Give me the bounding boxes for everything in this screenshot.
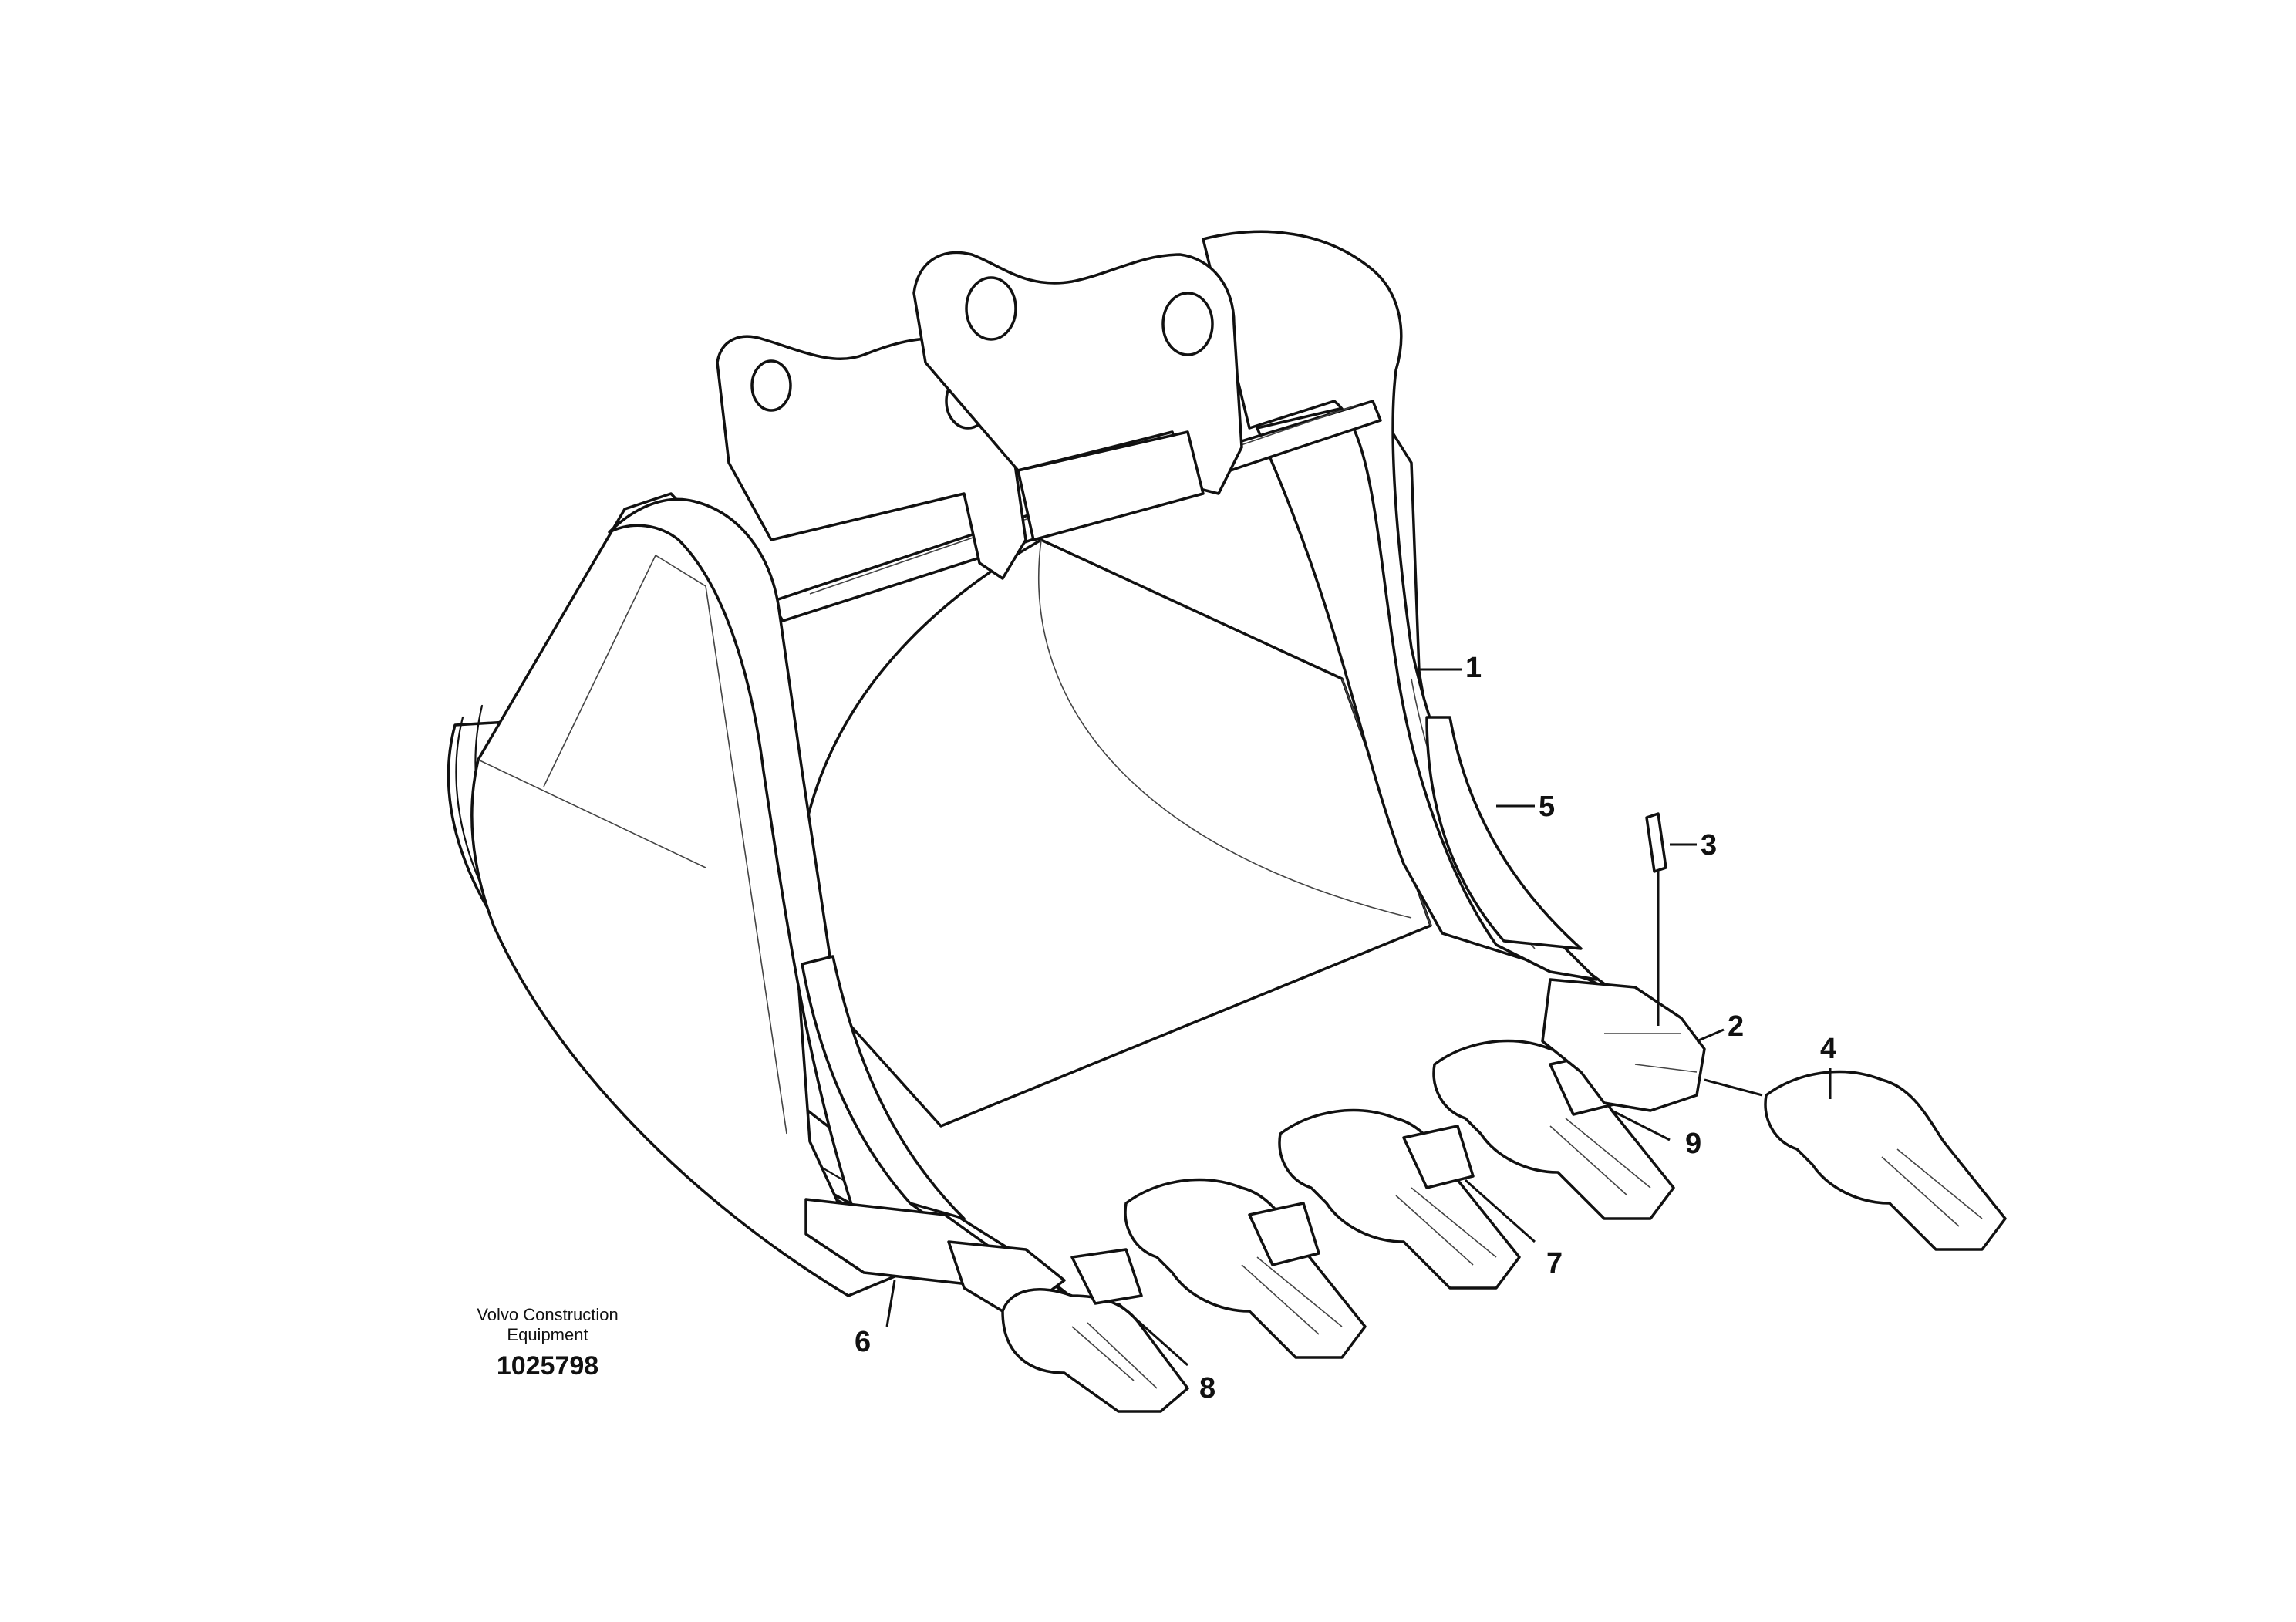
- callout-9: 9: [1685, 1128, 1701, 1160]
- manufacturer-line-1: Volvo Construction: [477, 1305, 618, 1324]
- right-lug-pin-hole-b: [1161, 292, 1214, 356]
- retainer-8: [1070, 1248, 1143, 1305]
- callout-labels: 1 5 3 2 4 9 7 8 6: [855, 652, 1836, 1404]
- drawing-number: 1025798: [497, 1351, 598, 1381]
- lug-connecting-plate: [1017, 430, 1205, 541]
- locking-pin: [1645, 812, 1667, 873]
- callout-4: 4: [1820, 1033, 1836, 1065]
- bucket-left-rib: [608, 497, 996, 1274]
- callout-7: 7: [1546, 1247, 1563, 1280]
- mounting-brackets: [716, 251, 1243, 580]
- teeth-row: [947, 812, 2007, 1413]
- left-wear-plate: [801, 955, 966, 1220]
- callout-1: 1: [1465, 652, 1482, 684]
- right-wear-plate: [1425, 716, 1583, 950]
- maker-block: Volvo Construction Equipment 1025798: [477, 1305, 618, 1381]
- retainer-7b: [1402, 1125, 1475, 1189]
- right-lug-pin-hole-a: [965, 276, 1017, 341]
- bucket-left-side-plate: [470, 492, 896, 1297]
- callout-6: 6: [855, 1326, 871, 1358]
- callout-3: 3: [1701, 829, 1717, 862]
- retainer-7a: [1248, 1202, 1320, 1266]
- leader-lines: [885, 668, 1832, 1367]
- callout-8: 8: [1199, 1372, 1215, 1404]
- left-lug-pin-hole-a: [750, 359, 792, 412]
- tooth-1: [1001, 1288, 1189, 1413]
- callout-2: 2: [1728, 1010, 1744, 1043]
- manufacturer-line-2: Equipment: [507, 1325, 588, 1344]
- callout-5: 5: [1539, 791, 1555, 823]
